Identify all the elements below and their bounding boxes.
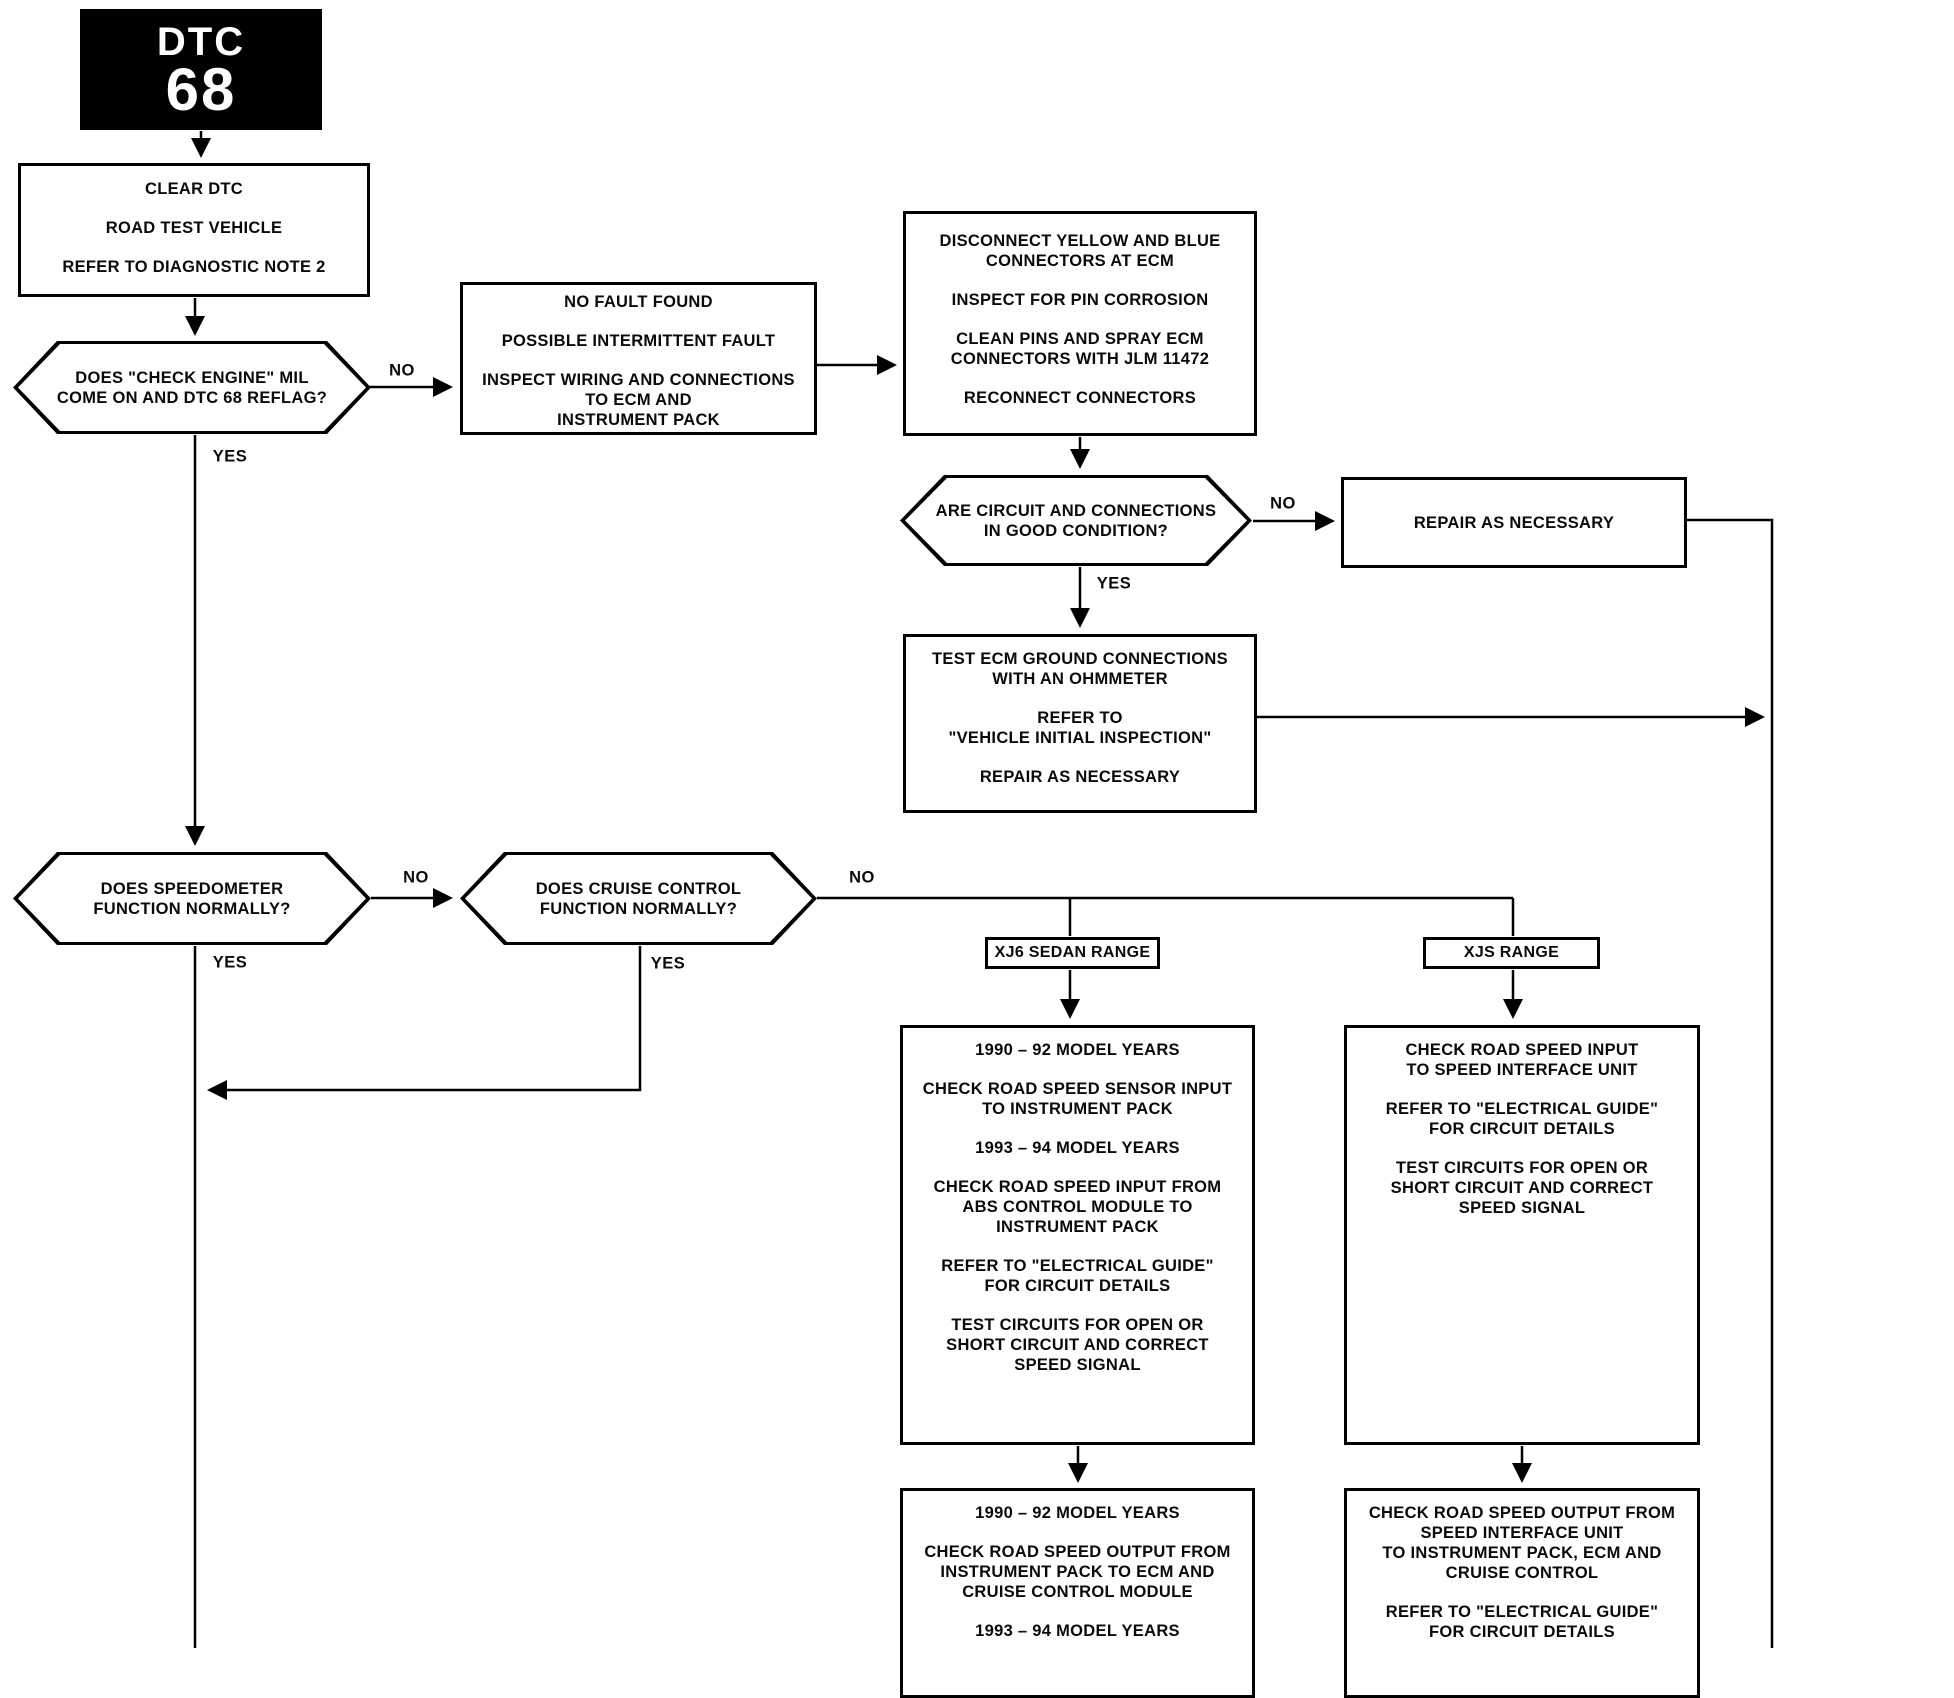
process-text: NO FAULT FOUND: [564, 293, 713, 311]
process-text: 1990 – 92 MODEL YEARS: [975, 1504, 1180, 1522]
connector-lines: [185, 131, 1774, 1648]
tag-xj6-sedan-range: XJ6 SEDAN RANGE: [985, 937, 1160, 969]
hexagon-fill: [18, 855, 366, 942]
tag-xjs-range: XJS RANGE: [1423, 937, 1600, 969]
process-xj6-speed-input: 1990 – 92 MODEL YEARS CHECK ROAD SPEED S…: [900, 1025, 1255, 1445]
process-text: CLEAR DTC: [144, 180, 244, 198]
edge-label-yes: YES: [209, 953, 251, 973]
edge-label-yes: YES: [647, 954, 689, 974]
process-text: POSSIBLE INTERMITTENT FAULT: [501, 332, 776, 350]
process-text: REPAIR AS NECESSARY: [1413, 513, 1615, 532]
process-repair-as-necessary: REPAIR AS NECESSARY: [1341, 477, 1687, 568]
hexagon-fill: [465, 855, 812, 942]
process-clear-dtc: CLEAR DTC ROAD TEST VEHICLE REFER TO DIA…: [18, 163, 370, 297]
edge-cruise-yes: [207, 946, 642, 1100]
dtc-code-number: 68: [165, 55, 237, 123]
dtc-flowchart-page: { "badge": { "code_label": "DTC", "code_…: [13, 9, 1774, 1698]
process-no-fault-found: NO FAULT FOUND POSSIBLE INTERMITTENT FAU…: [460, 282, 817, 435]
process-text: 1990 – 92 MODEL YEARS: [975, 1041, 1180, 1059]
dtc-code-badge: DTC 68: [80, 9, 322, 130]
process-text: 1993 – 94 MODEL YEARS: [975, 1622, 1180, 1640]
edge-label-yes: YES: [1093, 574, 1135, 594]
dtc-code-label: DTC: [156, 19, 246, 64]
process-text: ROAD TEST VEHICLE: [105, 219, 283, 237]
edge-label-no: NO: [400, 868, 432, 888]
process-text: REFER TO "ELECTRICAL GUIDE"FOR CIRCUIT D…: [941, 1257, 1214, 1295]
edge-label-no: NO: [846, 868, 878, 888]
hexagon-fill: [905, 478, 1247, 563]
process-text: REPAIR AS NECESSARY: [979, 768, 1181, 786]
edge-repair-return: [1687, 518, 1774, 1648]
process-text: 1993 – 94 MODEL YEARS: [975, 1139, 1180, 1157]
hexagon-fill: [18, 344, 366, 431]
process-text: REFER TO"VEHICLE INITIAL INSPECTION": [948, 709, 1212, 747]
edge-label-no: NO: [386, 361, 418, 381]
process-text: REFER TO "ELECTRICAL GUIDE"FOR CIRCUIT D…: [1385, 1603, 1659, 1641]
edge-label-yes: YES: [209, 447, 251, 467]
process-text: REFER TO DIAGNOSTIC NOTE 2: [62, 258, 326, 276]
process-text: INSPECT FOR PIN CORROSION: [951, 291, 1209, 309]
tag-label: XJ6 SEDAN RANGE: [994, 944, 1151, 961]
tag-label: XJS RANGE: [1463, 944, 1560, 961]
process-text: REFER TO "ELECTRICAL GUIDE"FOR CIRCUIT D…: [1385, 1100, 1659, 1138]
edge-label-no: NO: [1267, 494, 1299, 514]
process-text: RECONNECT CONNECTORS: [963, 389, 1197, 407]
process-xj6-speed-output: 1990 – 92 MODEL YEARS CHECK ROAD SPEED O…: [900, 1488, 1255, 1698]
